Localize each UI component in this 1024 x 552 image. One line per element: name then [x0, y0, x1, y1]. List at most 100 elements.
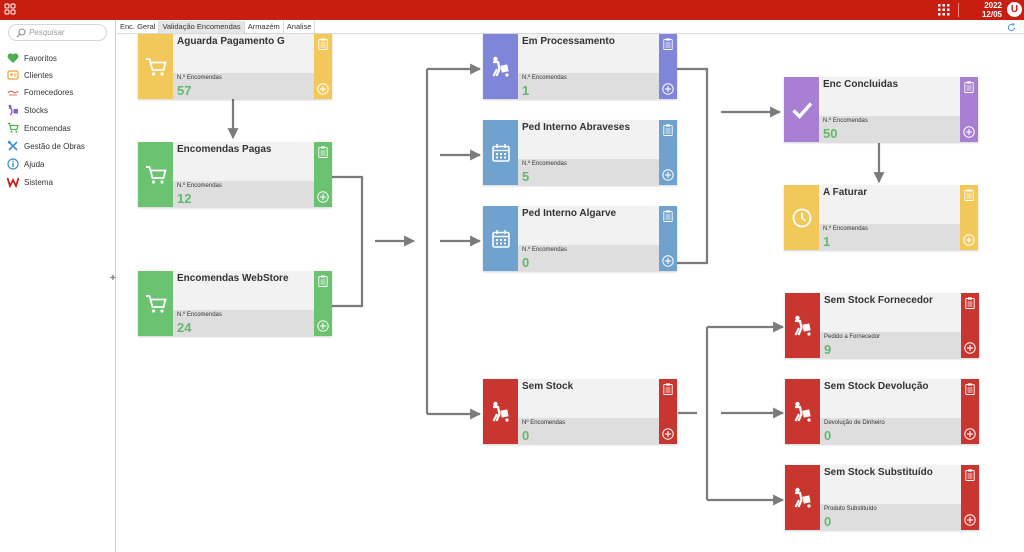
- connector-processing-merge: [676, 67, 709, 265]
- clipboard-icon[interactable]: [318, 275, 328, 287]
- tools-icon: [7, 140, 18, 151]
- day-month-text: 12/05: [981, 10, 1002, 19]
- sidebar-item-favoritos[interactable]: Favoritos: [7, 50, 112, 66]
- clipboard-icon[interactable]: [965, 297, 975, 309]
- app-grid-icon[interactable]: [4, 3, 16, 15]
- hand-truck-icon: [791, 314, 815, 338]
- card-count-label: N.º Encomendas: [522, 161, 567, 167]
- top-bar: 2022 12/05 U: [0, 0, 1024, 20]
- hand-truck-icon: [791, 486, 815, 510]
- cart-icon: [7, 122, 19, 133]
- clipboard-icon[interactable]: [318, 38, 328, 50]
- sidebar-item-sistema[interactable]: Sistema: [7, 174, 112, 190]
- tab-enc-geral[interactable]: Enc. Geral: [117, 21, 160, 33]
- add-circle-icon[interactable]: [963, 234, 975, 246]
- connector-pagas-merge: [330, 175, 364, 308]
- apps-menu-icon[interactable]: [938, 4, 950, 16]
- card-count-value: 24: [177, 320, 192, 335]
- card-count-label: N.º Encomendas: [522, 247, 567, 253]
- clipboard-icon[interactable]: [663, 210, 673, 222]
- check-icon: [790, 98, 814, 122]
- card-icon-strip: [483, 379, 518, 444]
- card-icon-strip: [483, 34, 518, 99]
- card-action-strip: [659, 120, 677, 185]
- clipboard-icon[interactable]: [965, 383, 975, 395]
- tab-analise[interactable]: Analise: [284, 21, 316, 33]
- sidebar-item-label: Clientes: [24, 70, 53, 80]
- refresh-icon[interactable]: [1007, 23, 1016, 32]
- add-circle-icon[interactable]: [317, 320, 329, 332]
- sidebar-item-encomendas[interactable]: Encomendas: [7, 120, 112, 136]
- sidebar-item-gestao-obras[interactable]: Gestão de Obras: [7, 138, 112, 154]
- clipboard-icon[interactable]: [965, 469, 975, 481]
- add-circle-icon[interactable]: [662, 83, 674, 95]
- add-circle-icon[interactable]: [662, 169, 674, 181]
- year-text: 2022: [984, 1, 1002, 10]
- card-count-value: 12: [177, 191, 192, 206]
- sidebar-item-stocks[interactable]: Stocks: [7, 102, 112, 118]
- card-title: Ped Interno Abraveses: [522, 122, 631, 133]
- add-circle-icon[interactable]: [963, 126, 975, 138]
- tab-bar: Enc. Geral Validação Encomendas Armazém …: [117, 21, 316, 33]
- card-count-label: N.º Encomendas: [823, 226, 868, 232]
- search-input[interactable]: [29, 26, 104, 39]
- add-circle-icon[interactable]: [662, 255, 674, 267]
- card-action-strip: [314, 34, 332, 99]
- sidebar-item-fornecedores[interactable]: Fornecedores: [7, 84, 112, 100]
- hand-truck-icon: [489, 55, 513, 79]
- clipboard-icon[interactable]: [318, 146, 328, 158]
- tab-bar-divider: [117, 33, 1024, 34]
- add-circle-icon[interactable]: [317, 83, 329, 95]
- card-action-strip: [659, 34, 677, 99]
- card-title: Em Processamento: [522, 36, 615, 47]
- clipboard-icon[interactable]: [964, 81, 974, 93]
- sidebar-collapse-handle[interactable]: ✚: [110, 275, 116, 282]
- card-count-label: Produto Substituído: [824, 506, 877, 512]
- card-count-label: Devolução de Dinheiro: [824, 420, 885, 426]
- clipboard-icon[interactable]: [663, 383, 673, 395]
- card-title: Sem Stock: [522, 381, 574, 392]
- clipboard-icon[interactable]: [964, 189, 974, 201]
- clipboard-icon[interactable]: [663, 124, 673, 136]
- search-box[interactable]: [8, 24, 107, 41]
- clipboard-icon[interactable]: [663, 38, 673, 50]
- tab-armazem[interactable]: Armazém: [245, 21, 284, 33]
- add-circle-icon[interactable]: [964, 514, 976, 526]
- add-circle-icon[interactable]: [964, 342, 976, 354]
- heart-icon: [7, 53, 19, 63]
- card-action-strip: [961, 379, 979, 444]
- add-circle-icon[interactable]: [964, 428, 976, 440]
- card-title: Enc Concluidas: [823, 79, 899, 90]
- sidebar-item-clientes[interactable]: Clientes: [7, 67, 112, 83]
- card-count-value: 9: [824, 342, 832, 357]
- add-circle-icon[interactable]: [662, 428, 674, 440]
- card-count-value: 0: [522, 428, 530, 443]
- card-count-value: 5: [522, 169, 530, 184]
- sidebar-item-label: Gestão de Obras: [24, 141, 85, 151]
- sidebar-item-ajuda[interactable]: Ajuda: [7, 156, 112, 172]
- topbar-divider: [958, 3, 959, 17]
- card-count-label: N.º Encomendas: [823, 118, 868, 124]
- user-avatar[interactable]: U: [1007, 2, 1022, 17]
- tab-validacao-encomendas[interactable]: Validação Encomendas: [159, 21, 245, 33]
- info-icon: [7, 158, 19, 170]
- card-action-strip: [961, 293, 979, 358]
- add-circle-icon[interactable]: [317, 191, 329, 203]
- card-icon-strip: [785, 379, 820, 444]
- card-count-value: 1: [522, 83, 530, 98]
- sidebar-item-label: Fornecedores: [24, 87, 74, 97]
